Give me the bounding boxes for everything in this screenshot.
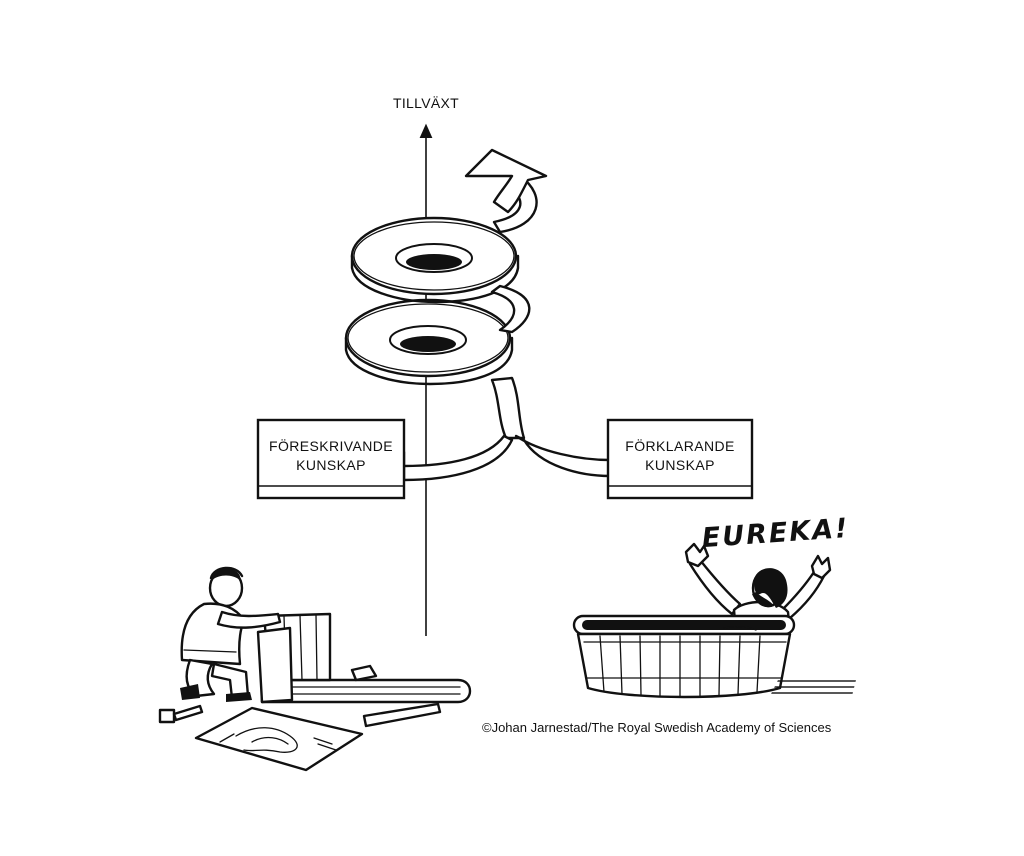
branch-ribbons — [402, 434, 612, 482]
eureka-exclamation: EUREKA! — [701, 513, 851, 554]
craftsman-figure-icon — [180, 566, 472, 704]
right-box-line2: KUNSKAP — [645, 457, 715, 473]
small-block — [350, 664, 378, 682]
axis-title: TILLVÄXT — [393, 95, 459, 111]
left-box-line1: FÖRESKRIVANDE — [269, 437, 393, 454]
hammer-icon — [158, 704, 204, 724]
spiral-arrow-icon — [344, 148, 548, 440]
bathtub-icon — [572, 614, 856, 699]
explanatory-knowledge-box: FÖRKLARANDE KUNSKAP — [606, 418, 754, 500]
loose-plank — [362, 702, 442, 728]
blueprint-icon — [194, 706, 364, 772]
right-box-line1: FÖRKLARANDE — [625, 437, 734, 454]
left-box-line2: KUNSKAP — [296, 457, 366, 473]
prescriptive-knowledge-box: FÖRESKRIVANDE KUNSKAP — [256, 418, 406, 500]
image-credit: ©Johan Jarnestad/The Royal Swedish Acade… — [482, 720, 832, 735]
